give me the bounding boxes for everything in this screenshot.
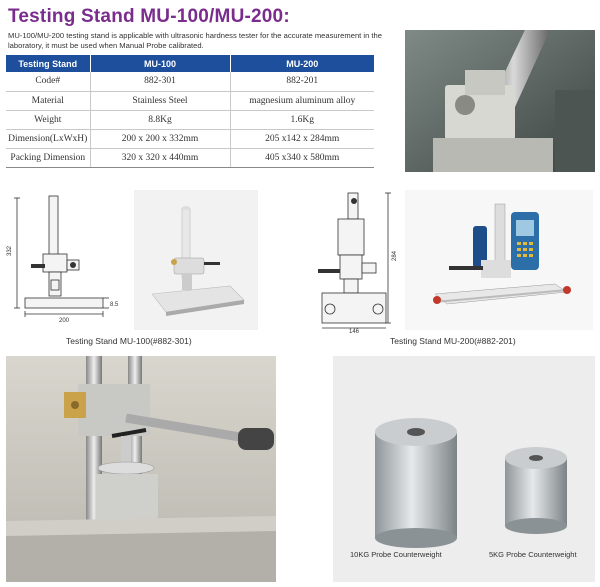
table-cell: Weight: [6, 110, 91, 130]
mu100-height-label: 332: [7, 245, 13, 256]
table-row: Dimension(LxWxH) 200 x 200 x 332mm 205 x…: [6, 129, 374, 149]
intro-text: MU-100/MU-200 testing stand is applicabl…: [8, 31, 382, 50]
weight-10kg-caption: 10KG Probe Counterweight: [350, 550, 442, 559]
table-row: Weight 8.8Kg 1.6Kg: [6, 110, 374, 130]
spec-table: Testing Stand MU-100 MU-200 Code# 882-30…: [6, 55, 374, 168]
mu200-width-label: 146: [349, 329, 360, 333]
column-header: MU-200: [230, 55, 374, 72]
table-row: Material Stainless Steel magnesium alumi…: [6, 91, 374, 111]
table-cell: 8.8Kg: [90, 110, 231, 130]
table-cell: 882-201: [230, 72, 374, 92]
counterweights-photo: [333, 356, 595, 582]
column-header: Testing Stand: [6, 55, 91, 72]
table-row: Code# 882-301 882-201: [6, 72, 374, 92]
mu200-photo: [405, 190, 593, 330]
stand-head-photo: [405, 30, 595, 172]
table-cell: 320 x 320 x 440mm: [90, 148, 231, 168]
table-row: Packing Dimension 320 x 320 x 440mm 405 …: [6, 148, 374, 168]
stand-closeup-photo: [6, 356, 276, 582]
mu100-caption: Testing Stand MU-100(#882-301): [66, 336, 192, 346]
table-cell: 200 x 200 x 332mm: [90, 129, 231, 149]
spec-table-header: Testing Stand MU-100 MU-200: [6, 55, 374, 72]
column-header: MU-100: [90, 55, 231, 72]
mu100-drawing: 332 200 8.5: [5, 190, 127, 330]
mu100-thickness-label: 8.5: [110, 302, 119, 308]
mu200-drawing: 284 146: [300, 185, 400, 333]
table-cell: Material: [6, 91, 91, 111]
mu100-width-label: 200: [59, 318, 70, 324]
mu200-caption: Testing Stand MU-200(#882-201): [390, 336, 516, 346]
page-title: Testing Stand MU-100/MU-200:: [8, 6, 290, 27]
table-cell: 1.6Kg: [230, 110, 374, 130]
table-cell: 405 x340 x 580mm: [230, 148, 374, 168]
table-cell: 205 x142 x 284mm: [230, 129, 374, 149]
mu100-photo: [134, 190, 258, 330]
table-cell: magnesium aluminum alloy: [230, 91, 374, 111]
table-cell: Code#: [6, 72, 91, 92]
mu200-height-label: 284: [392, 250, 398, 261]
table-cell: Packing Dimension: [6, 148, 91, 168]
table-cell: Dimension(LxWxH): [6, 129, 91, 149]
table-cell: 882-301: [90, 72, 231, 92]
table-cell: Stainless Steel: [90, 91, 231, 111]
weight-5kg-caption: 5KG Probe Counterweight: [489, 550, 577, 559]
